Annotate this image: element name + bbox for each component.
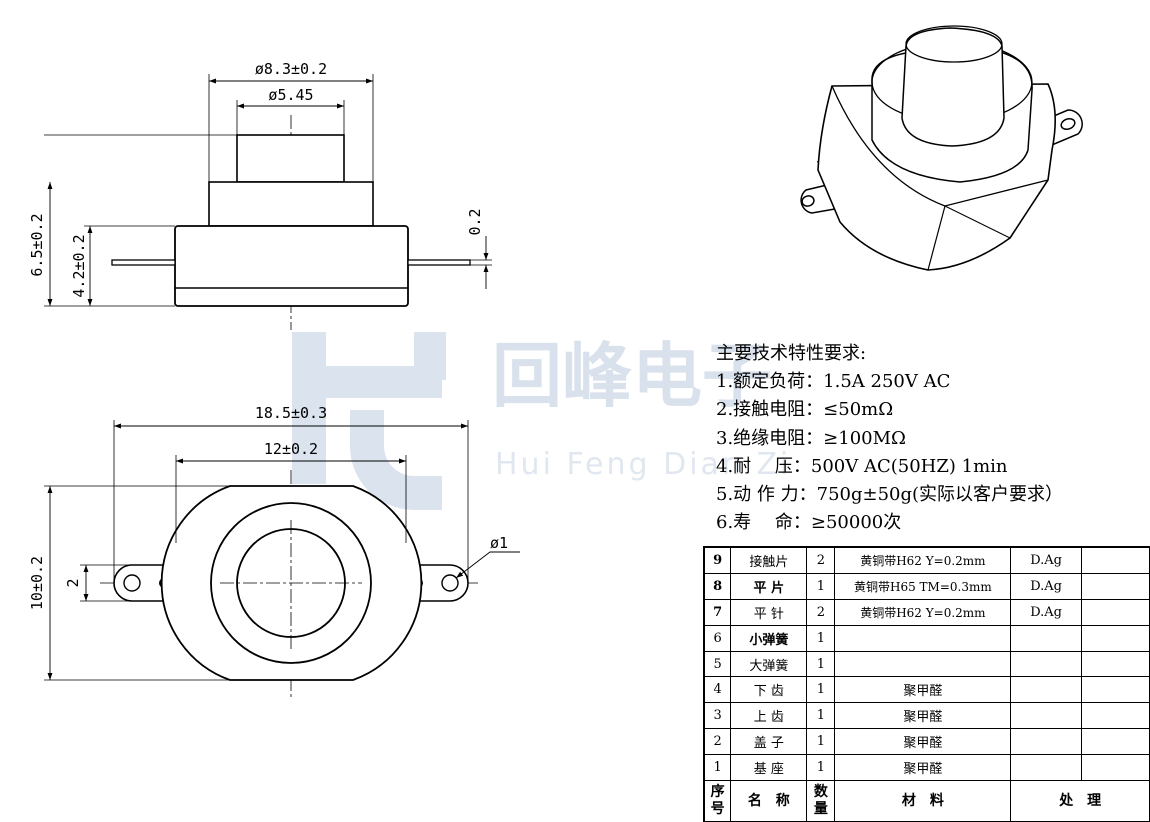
bom-blank <box>1080 728 1150 756</box>
bom-material <box>834 650 1012 678</box>
bom-row: 6 小弹簧 1 <box>703 624 1150 652</box>
dim-body-depth: 10±0.2 <box>28 556 46 610</box>
bom-header-material: 材 料 <box>834 780 1012 822</box>
bom-material: 聚甲醛 <box>834 676 1012 704</box>
spec-list: 主要技术特性要求: 1.额定负荷：1.5A 250V AC 2.接触电阻：≤50… <box>716 340 1146 537</box>
bom-treatment <box>1010 650 1082 678</box>
dim-total-width: 18.5±0.3 <box>255 404 327 422</box>
bom-blank <box>1080 650 1150 678</box>
bom-treatment: D.Ag <box>1010 598 1082 626</box>
dim-terminal-thickness: 0.2 <box>466 208 484 235</box>
spec-item-actuation-force: 5.动 作 力：750g±50g(实际以客户要求） <box>716 484 1064 506</box>
side-view <box>44 74 492 330</box>
bom-no: 5 <box>703 650 732 678</box>
watermark: 回峰电子 Hui Feng Dian Zi <box>292 332 791 510</box>
isometric-view <box>800 25 1083 271</box>
bom-treatment: D.Ag <box>1010 545 1082 574</box>
bom-treatment <box>1010 676 1082 704</box>
bom-material <box>834 624 1012 652</box>
bom-no: 2 <box>703 728 732 756</box>
bom-blank <box>1080 624 1150 652</box>
bom-blank <box>1080 676 1150 704</box>
bom-blank <box>1080 545 1150 574</box>
bom-header-no: 序号 <box>703 780 732 822</box>
bom-material: 聚甲醛 <box>834 754 1012 782</box>
bom-qty: 1 <box>806 676 836 704</box>
bom-qty: 1 <box>806 624 836 652</box>
dim-cap-diameter: ø5.45 <box>268 86 313 104</box>
bom-treatment: D.Ag <box>1010 572 1082 600</box>
bom-qty: 1 <box>806 754 836 782</box>
watermark-brand-cn: 回峰电子 <box>492 335 772 417</box>
bom-blank <box>1080 572 1150 600</box>
bom-no: 6 <box>703 624 732 652</box>
bom-qty: 1 <box>806 702 836 730</box>
bom-name: 下 齿 <box>730 676 808 704</box>
bom-blank <box>1080 754 1150 782</box>
dim-total-height: 6.5±0.2 <box>28 213 46 276</box>
bom-name: 大弹簧 <box>730 650 808 678</box>
bom-no: 1 <box>703 754 732 782</box>
bom-row: 3 上 齿 1 聚甲醛 <box>703 702 1150 730</box>
dim-outer-diameter: ø8.3±0.2 <box>255 60 327 78</box>
bom-header-treatment: 处 理 <box>1010 780 1150 822</box>
spec-item-withstand-voltage: 4.耐 压：500V AC(50HZ) 1min <box>716 455 1008 477</box>
bom-qty: 2 <box>806 545 836 574</box>
bom-name: 接触片 <box>730 545 808 574</box>
bom-row: 7 平 针 2 黄铜带H62 Y=0.2mm D.Ag <box>703 598 1150 626</box>
bom-row: 9 接触片 2 黄铜带H62 Y=0.2mm D.Ag <box>703 545 1150 574</box>
spec-item-rated-load: 1.额定负荷：1.5A 250V AC <box>716 371 951 393</box>
bom-row: 5 大弹簧 1 <box>703 650 1150 678</box>
bom-name: 平 针 <box>730 598 808 626</box>
spec-item-insulation-resistance: 3.绝缘电阻：≥100MΩ <box>716 427 906 449</box>
bom-treatment <box>1010 754 1082 782</box>
bom-no: 4 <box>703 676 732 704</box>
bom-header-qty: 数量 <box>806 780 836 822</box>
spec-title: 主要技术特性要求: <box>716 343 867 364</box>
bom-material: 黄铜带H65 TM=0.3mm <box>834 572 1012 600</box>
bom-blank <box>1080 702 1150 730</box>
spec-item-life: 6.寿 命：≥50000次 <box>716 512 902 534</box>
dim-hole-diameter: ø1 <box>490 534 508 552</box>
dim-body-height: 4.2±0.2 <box>70 234 88 297</box>
bom-material: 聚甲醛 <box>834 728 1012 756</box>
watermark-brand-en: Hui Feng Dian Zi <box>495 447 791 482</box>
bom-material: 黄铜带H62 Y=0.2mm <box>834 545 1012 574</box>
bom-row: 2 盖 子 1 聚甲醛 <box>703 728 1150 756</box>
bom-treatment <box>1010 624 1082 652</box>
dim-hole-offset: 2 <box>64 578 82 587</box>
bom-qty: 2 <box>806 598 836 626</box>
bom-name: 平 片 <box>730 572 808 600</box>
bom-name: 上 齿 <box>730 702 808 730</box>
bom-table: 9 接触片 2 黄铜带H62 Y=0.2mm D.Ag 8 平 片 1 黄铜带H… <box>703 545 1150 822</box>
bom-qty: 1 <box>806 572 836 600</box>
dim-body-width: 12±0.2 <box>264 440 318 458</box>
bom-no: 8 <box>703 572 732 600</box>
bom-name: 基 座 <box>730 754 808 782</box>
spec-item-contact-resistance: 2.接触电阻：≤50mΩ <box>716 399 894 421</box>
bom-qty: 1 <box>806 650 836 678</box>
bom-treatment <box>1010 728 1082 756</box>
bom-row: 8 平 片 1 黄铜带H65 TM=0.3mm D.Ag <box>703 572 1150 600</box>
bom-header-name: 名 称 <box>730 780 808 822</box>
bom-name: 小弹簧 <box>730 624 808 652</box>
bom-row: 4 下 齿 1 聚甲醛 <box>703 676 1150 704</box>
bom-row: 1 基 座 1 聚甲醛 <box>703 754 1150 782</box>
watermark-logo <box>292 332 446 510</box>
bom-header-row: 序号 名 称 数量 材 料 处 理 <box>703 780 1150 822</box>
bom-material: 黄铜带H62 Y=0.2mm <box>834 598 1012 626</box>
bom-no: 7 <box>703 598 732 626</box>
bom-no: 3 <box>703 702 732 730</box>
bom-qty: 1 <box>806 728 836 756</box>
bom-material: 聚甲醛 <box>834 702 1012 730</box>
bom-no: 9 <box>703 545 732 574</box>
bom-treatment <box>1010 702 1082 730</box>
bom-name: 盖 子 <box>730 728 808 756</box>
top-view <box>44 420 520 700</box>
bom-blank <box>1080 598 1150 626</box>
